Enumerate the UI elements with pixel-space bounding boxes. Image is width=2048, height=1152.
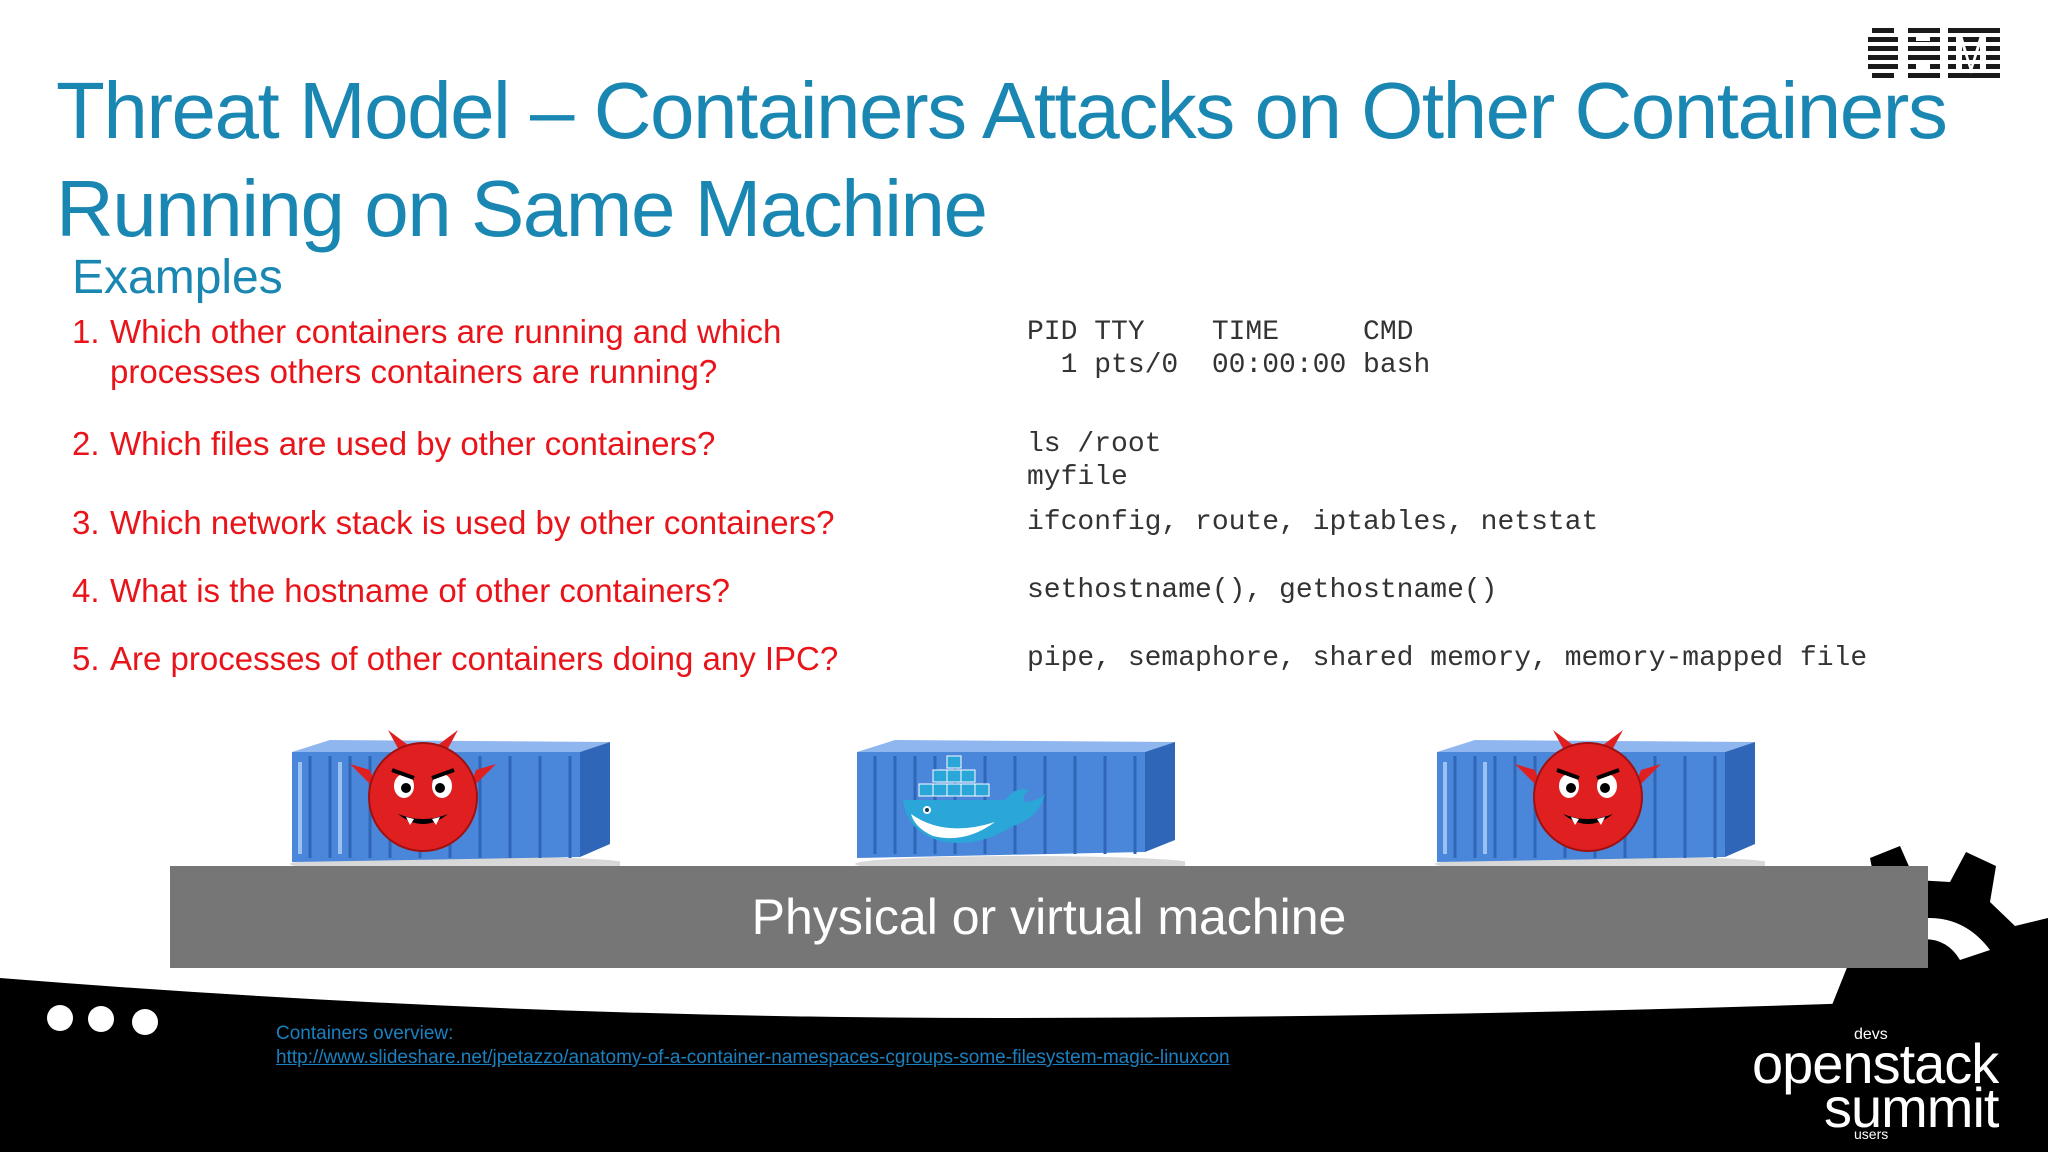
subtitle-examples: Examples xyxy=(72,251,283,304)
logo-openstack: openstack xyxy=(1752,1032,1999,1095)
question-text: What is the hostname of other containers… xyxy=(110,572,731,609)
logo-devs: devs xyxy=(1854,1026,1888,1043)
slideshare-link[interactable]: http://www.slideshare.net/jpetazzo/anato… xyxy=(276,1047,1230,1068)
footer-links: Containers overview: http://www.slidesha… xyxy=(276,1022,1230,1070)
openstack-logo-icon: devs openstack summit users xyxy=(1752,1026,2042,1146)
question-number: 4. xyxy=(72,572,100,609)
question-text-continued: processes others containers are running? xyxy=(110,353,718,390)
code-hostname-calls: sethostname(), gethostname() xyxy=(1027,575,1498,606)
question-5: 5. Are processes of other containers doin… xyxy=(72,639,838,679)
container-attacker-right xyxy=(1435,730,1765,872)
question-number: 3. xyxy=(72,504,100,541)
question-text: Are processes of other containers doing … xyxy=(110,640,839,677)
code-ls-root: ls /root myfile xyxy=(1027,429,1162,493)
question-2: 2. Which files are used by other containe… xyxy=(72,424,715,464)
code-ps-output: PID TTY TIME CMD 1 pts/0 00:00:00 bash xyxy=(1027,317,1431,381)
machine-bar: Physical or virtual machine xyxy=(170,866,1928,968)
container-victim-center xyxy=(855,740,1185,872)
question-number: 1. xyxy=(72,313,100,350)
shipping-container-icon xyxy=(292,740,610,862)
question-number: 5. xyxy=(72,640,100,677)
question-3: 3. Which network stack is used by other c… xyxy=(72,503,835,543)
docker-whale-icon xyxy=(903,755,1045,843)
question-text: Which files are used by other containers… xyxy=(110,425,716,462)
question-1: 1. Which other containers are running and… xyxy=(72,312,781,392)
links-label: Containers overview: xyxy=(276,1023,454,1044)
slide-title: Threat Model – Containers Attacks on Oth… xyxy=(56,66,1948,253)
dots-icon xyxy=(47,1005,158,1035)
question-text: Which network stack is used by other con… xyxy=(110,504,835,541)
question-4: 4. What is the hostname of other containe… xyxy=(72,571,730,611)
code-network-tools: ifconfig, route, iptables, netstat xyxy=(1027,507,1599,538)
question-number: 2. xyxy=(72,425,100,462)
container-attacker-left xyxy=(290,730,620,872)
machine-label: Physical or virtual machine xyxy=(751,889,1347,945)
code-ipc-mechanisms: pipe, semaphore, shared memory, memory-m… xyxy=(1027,643,1868,674)
logo-users: users xyxy=(1854,1126,1889,1142)
devil-monster-icon xyxy=(1515,730,1661,852)
devil-monster-icon xyxy=(350,730,496,852)
question-text: Which other containers are running and w… xyxy=(110,313,782,350)
logo-summit: summit xyxy=(1824,1076,1999,1139)
ibm-logo-icon xyxy=(1868,26,2000,82)
